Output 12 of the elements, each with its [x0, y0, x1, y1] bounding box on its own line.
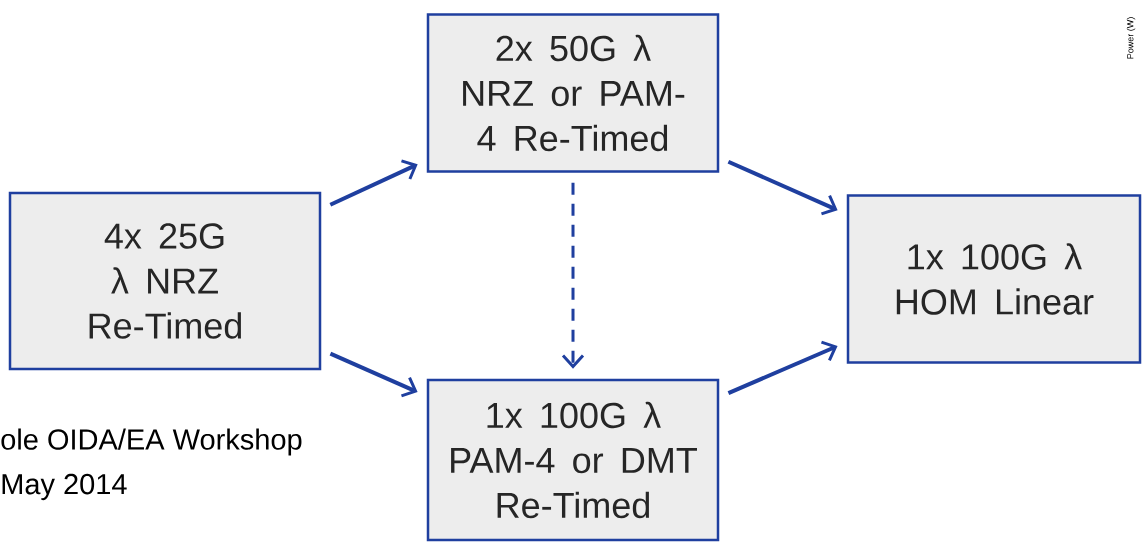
caption-text: May 2014 [2, 473, 127, 501]
process-box: 1x 100G λ HOM Linear [846, 194, 1142, 364]
process-box: 4x 25G λ NRZ Re-Timed [8, 191, 322, 371]
arrow [727, 159, 838, 216]
caption-text: ole OIDA/EA Workshop [1, 428, 302, 456]
process-box: 1x 100G λ PAM-4 or DMT Re-Timed [426, 378, 720, 542]
axis-label: Power (W) [1126, 17, 1136, 59]
arrow [727, 340, 838, 395]
arrow [329, 351, 418, 398]
process-box: 2x 50G λ NRZ or PAM-4 Re-Timed [426, 13, 720, 173]
arrow [561, 182, 585, 369]
arrow [329, 159, 418, 207]
